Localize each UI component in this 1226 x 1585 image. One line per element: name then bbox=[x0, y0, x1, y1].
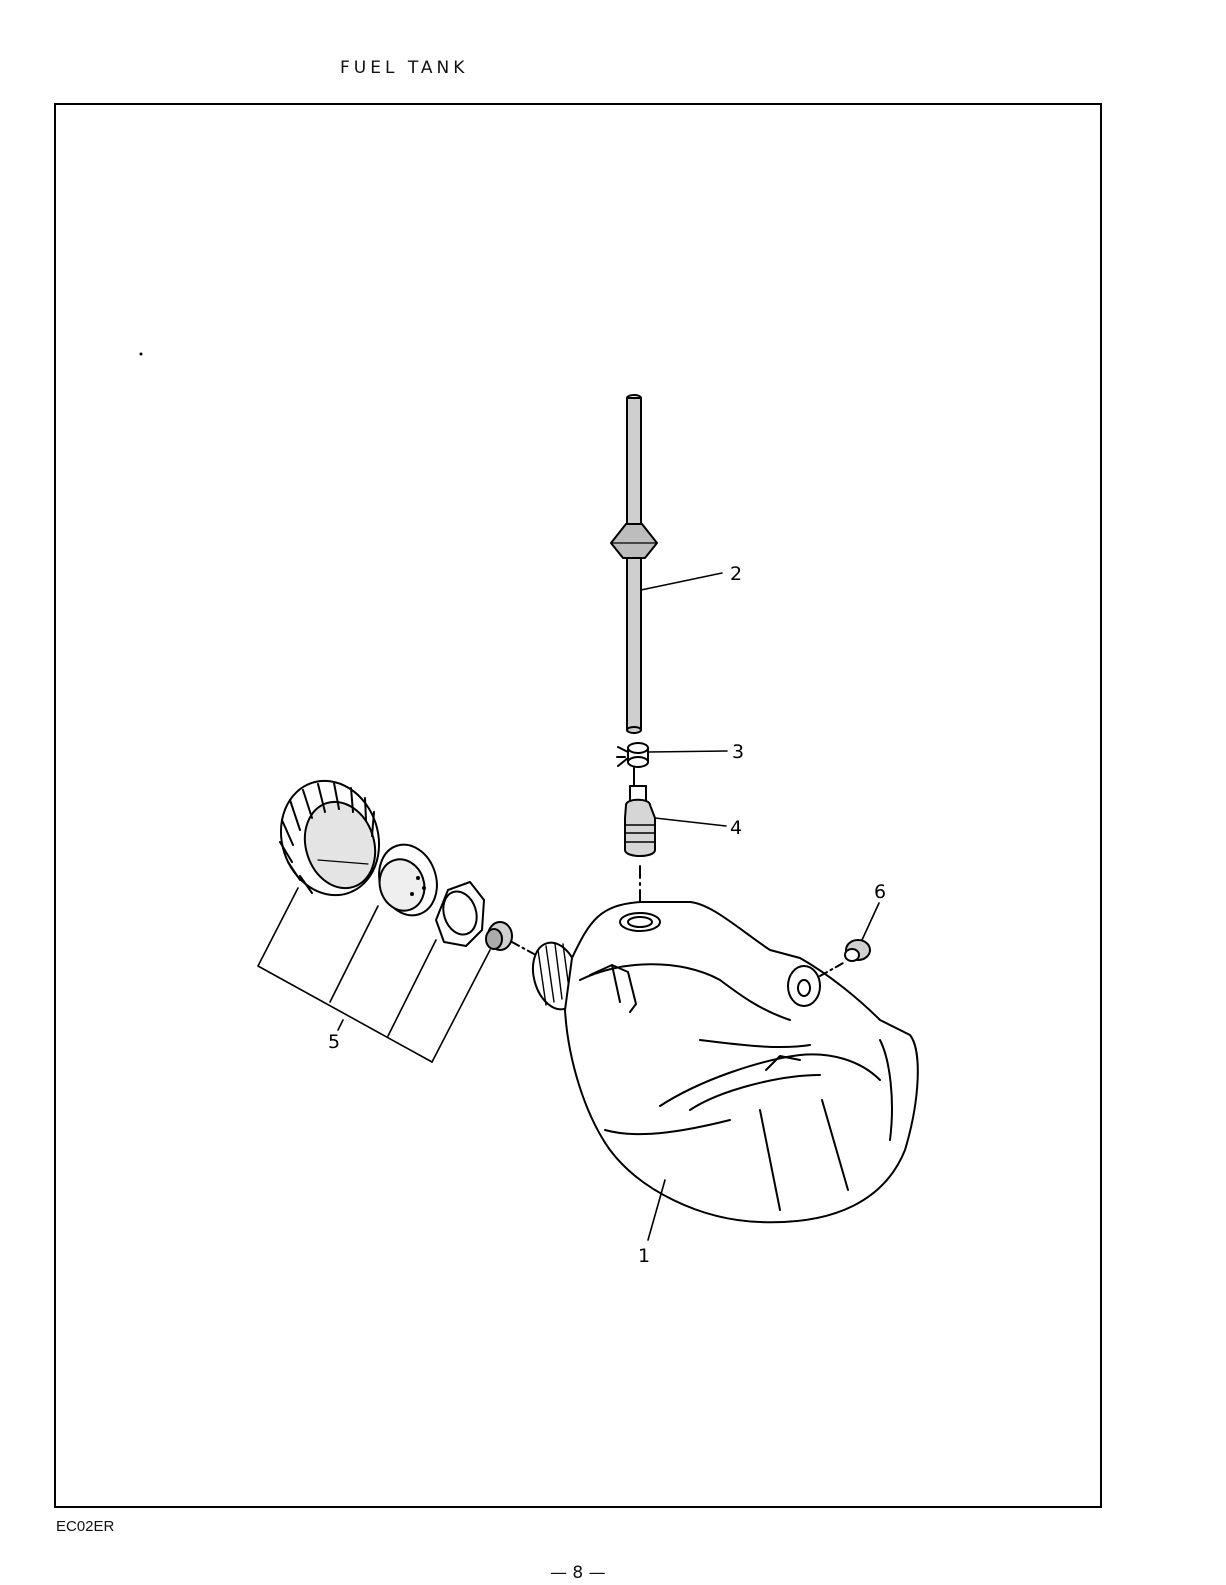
speck-mark bbox=[140, 353, 143, 356]
callout-label-3: 3 bbox=[732, 741, 744, 763]
leader-line-4 bbox=[655, 818, 726, 826]
callout-label-2: 2 bbox=[730, 563, 742, 585]
fuel-pipe-part bbox=[611, 395, 657, 733]
leader-line-3 bbox=[648, 751, 727, 752]
document-code: EC02ER bbox=[56, 1518, 114, 1535]
hose-clip-part bbox=[617, 743, 648, 767]
leader-line-2 bbox=[641, 573, 722, 590]
callout-label-6: 6 bbox=[874, 881, 886, 903]
callout-label-1: 1 bbox=[638, 1245, 650, 1267]
callout-label-5: 5 bbox=[328, 1031, 340, 1053]
grommet-part bbox=[845, 940, 870, 961]
callout-label-4: 4 bbox=[730, 817, 742, 839]
page-number: — 8 — bbox=[550, 1563, 606, 1583]
fuel-cap-assembly-part bbox=[258, 768, 534, 1062]
fuel-filter-part bbox=[625, 768, 655, 856]
leader-line-6 bbox=[862, 903, 879, 940]
